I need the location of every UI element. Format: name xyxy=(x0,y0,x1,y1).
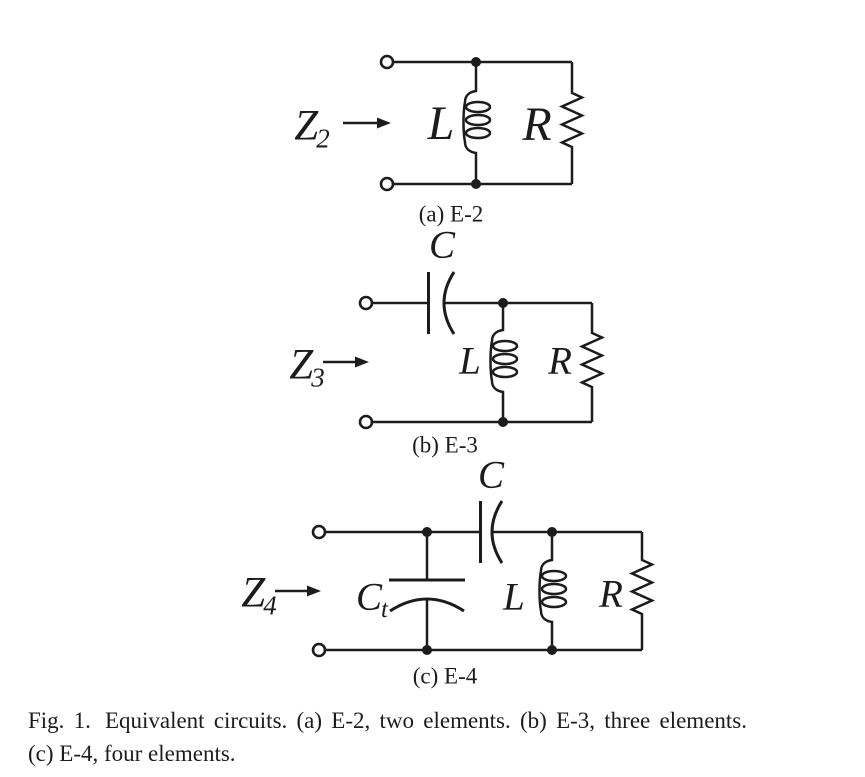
resistor-label: R xyxy=(548,339,572,383)
terminal-open-circle xyxy=(379,54,395,70)
resistor-label: R xyxy=(522,98,552,151)
inductor-label: L xyxy=(427,97,455,150)
impedance-symbol: Z xyxy=(289,341,314,389)
impedance-label-z2: Z 2 xyxy=(294,102,329,153)
impedance-symbol: Z xyxy=(241,569,266,617)
resistor-symbol xyxy=(558,62,586,184)
inductor-label: L xyxy=(459,339,481,383)
terminal-open-circle xyxy=(358,295,374,311)
circuit-a xyxy=(343,54,586,192)
series-capacitor-label: C xyxy=(428,223,456,267)
terminal-open-circle xyxy=(379,176,395,192)
figure-number: Fig. 1. xyxy=(28,708,91,733)
impedance-arrow xyxy=(343,117,391,129)
series-capacitor-symbol xyxy=(427,271,456,335)
wire xyxy=(372,301,592,424)
junction-dot xyxy=(471,179,481,189)
shunt-capacitor-symbol xyxy=(389,578,465,613)
resistor-symbol xyxy=(628,532,656,650)
series-capacitor-label: C xyxy=(477,453,505,497)
wire xyxy=(325,530,642,652)
figure-caption: Fig. 1. Equivalent circuits. (a) E-2, two… xyxy=(28,704,852,770)
circuit-b xyxy=(323,271,606,430)
shunt-capacitor-subscript: t xyxy=(381,596,388,623)
impedance-arrow xyxy=(323,356,369,368)
impedance-arrow xyxy=(275,585,321,597)
junction-dot xyxy=(422,645,432,655)
junction-dot xyxy=(422,527,432,537)
impedance-label-z4: Z 4 xyxy=(241,569,276,620)
figure-caption-text: Equivalent circuits. (a) E-2, two elemen… xyxy=(104,708,747,733)
terminal-open-circle xyxy=(358,414,374,430)
shunt-capacitor-label-ct: C t xyxy=(356,575,388,623)
series-capacitor-symbol xyxy=(479,500,504,564)
impedance-subscript: 2 xyxy=(316,123,330,154)
subcaption-b: (b) E-3 xyxy=(412,432,478,458)
subcaption-a: (a) E-2 xyxy=(418,201,484,227)
junction-dot xyxy=(498,417,508,427)
resistor-label: R xyxy=(599,572,623,616)
inductor-symbol xyxy=(462,62,492,184)
terminal-open-circle xyxy=(311,524,327,540)
impedance-label-z3: Z 3 xyxy=(289,341,324,392)
circuit-c xyxy=(275,500,656,658)
impedance-subscript: 3 xyxy=(311,362,325,393)
wire xyxy=(393,60,572,186)
subcaption-c: (c) E-4 xyxy=(412,663,478,689)
terminal-open-circle xyxy=(311,642,327,658)
figure-caption-line2: (c) E-4, four elements. xyxy=(28,741,236,766)
inductor-symbol xyxy=(489,303,519,422)
shunt-capacitor-symbol-letter: C xyxy=(356,575,383,619)
junction-dot xyxy=(547,527,557,537)
inductor-label: L xyxy=(503,575,525,619)
inductor-symbol xyxy=(538,532,568,650)
resistor-symbol xyxy=(578,303,606,422)
junction-dot xyxy=(498,298,508,308)
junction-dot xyxy=(471,57,481,67)
figure-caption-line1: Fig. 1. Equivalent circuits. (a) E-2, two… xyxy=(28,704,852,737)
junction-dot xyxy=(547,645,557,655)
impedance-symbol: Z xyxy=(294,102,319,150)
impedance-subscript: 4 xyxy=(263,590,277,621)
